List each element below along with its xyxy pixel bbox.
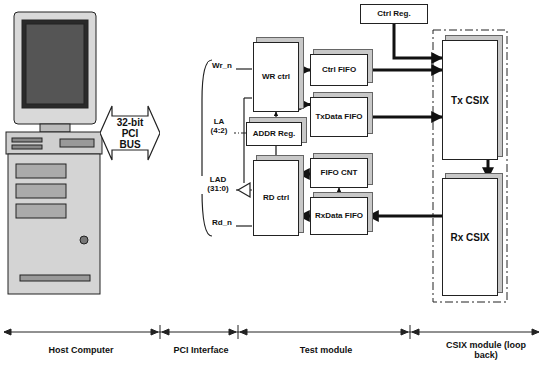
- box-label: FIFO CNT: [321, 169, 358, 178]
- box-label: 32-bit PCI BUS: [113, 117, 147, 150]
- signal-arrow: [368, 69, 442, 72]
- fifo-box: TxData FIFO: [310, 97, 368, 137]
- csix-box: Tx CSIX: [442, 40, 498, 160]
- signal-arrow: [487, 160, 490, 178]
- box-label: Rx CSIX: [451, 232, 490, 243]
- box-label: TxData FIFO: [315, 113, 362, 122]
- box-label: WR ctrl: [262, 73, 290, 82]
- box-label: RxData FIFO: [315, 212, 363, 221]
- fifo-box: RxData FIFO: [310, 197, 368, 235]
- signal-arrow: [275, 146, 276, 160]
- signal-arrow: [338, 188, 339, 197]
- controller-box: WR ctrl: [253, 42, 299, 112]
- signal-arrow: [299, 215, 310, 218]
- signal-name: Rd_n: [208, 219, 236, 228]
- section-label: Host Computer: [20, 346, 142, 356]
- fifo-box: Ctrl FIFO: [310, 54, 368, 86]
- controller-box: RD ctrl: [253, 160, 299, 236]
- signal-arrow: [299, 173, 310, 176]
- bus-bracket: [202, 60, 212, 236]
- signal-arrow: [394, 24, 442, 58]
- signal-arrow: [275, 112, 276, 122]
- section-label: PCI Interface: [160, 346, 242, 356]
- section-label: CSIX module (loop back): [440, 341, 532, 361]
- register-box: Ctrl Reg.: [360, 4, 428, 24]
- box-label: ADDR Reg.: [253, 130, 296, 139]
- signal-wires: [230, 69, 252, 226]
- signal-name: LAD (31:0): [200, 176, 236, 194]
- csix-region: [433, 30, 507, 302]
- box-label: RD ctrl: [263, 194, 289, 203]
- signal-arrow: [299, 103, 310, 106]
- section-label: Test module: [280, 346, 372, 356]
- box-label: Ctrl FIFO: [322, 66, 356, 75]
- csix-box: Rx CSIX: [442, 178, 498, 296]
- section-axis: [4, 325, 539, 339]
- host-computer-illustration: [6, 12, 102, 294]
- signal-arrow: [368, 116, 442, 119]
- box-label: Tx CSIX: [451, 95, 489, 106]
- counter-box: FIFO CNT: [310, 158, 368, 188]
- signal-name: LA (4:2): [204, 118, 234, 136]
- signal-arrow: [368, 215, 442, 218]
- register-box: ADDR Reg.: [246, 122, 302, 146]
- signal-arrow: [299, 69, 310, 72]
- signal-name: Wr_n: [208, 62, 236, 71]
- bus-arrow: 32-bit PCI BUS: [100, 104, 160, 162]
- box-label: Ctrl Reg.: [377, 10, 410, 19]
